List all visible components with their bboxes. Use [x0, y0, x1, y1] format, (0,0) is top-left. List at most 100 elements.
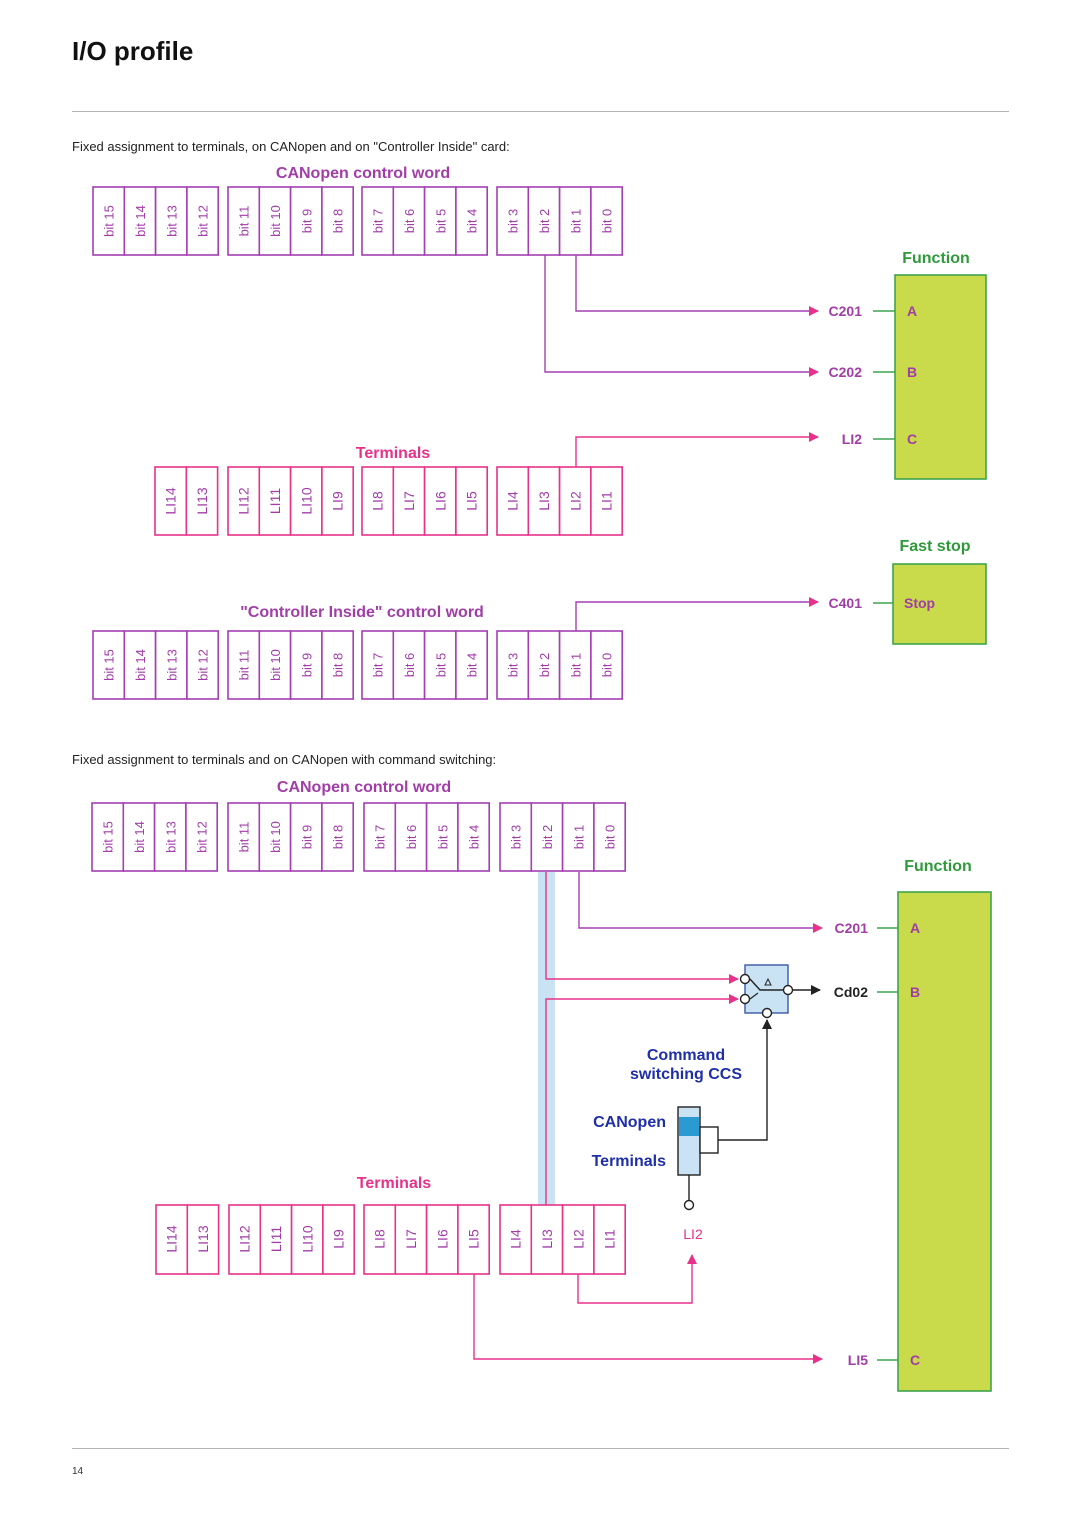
section1-intro: Fixed assignment to terminals, on CANope… [72, 139, 510, 154]
controller-inside-title: "Controller Inside" control word [240, 604, 484, 621]
canopen-bit-2-cell [499, 802, 533, 872]
canopen-bit-cell [558, 186, 592, 256]
controller-bit-label: bit 0 [600, 653, 615, 678]
terminals-title-2: Terminals [357, 1175, 432, 1192]
ccs-input-label: LI2 [683, 1226, 703, 1242]
terminal-label: LI9 [330, 491, 346, 511]
canopen-bit-2-cell [593, 802, 627, 872]
li2-to-ccs-wire [577, 1254, 697, 1304]
canopen-bit-label: bit 7 [371, 209, 386, 234]
terminal-cell [423, 466, 457, 536]
terminal-cell-2 [457, 1204, 490, 1275]
function-input-code-2: Cd02 [834, 984, 868, 1000]
function-input-code: C202 [829, 364, 863, 380]
canopen-bit-2-cell [122, 802, 156, 872]
li3-to-switch-wire [545, 994, 739, 1205]
terminal-cell [361, 466, 395, 536]
canopen-bit-2-label: bit 5 [435, 825, 450, 850]
function-port-label: C [907, 431, 917, 447]
controller-bit-cell [590, 630, 624, 700]
canopen-bit-cell [154, 186, 188, 256]
fast-stop-port-label: Stop [904, 595, 935, 611]
canopen-control-word-title-2: CANopen control word [277, 779, 451, 796]
terminal-label-2: LI11 [268, 1226, 284, 1252]
controller-bit-label: bit 13 [164, 649, 179, 681]
terminal-label: LI12 [236, 487, 252, 514]
bit1-to-c201-wire-2 [578, 872, 823, 933]
canopen-bit-cell [227, 186, 261, 256]
canopen-bit-2-cell [425, 802, 459, 872]
terminal-label: LI13 [194, 487, 210, 514]
ccs-terminals-label: Terminals [592, 1153, 667, 1170]
function-port-label: B [907, 364, 917, 380]
terminal-cell [289, 466, 323, 536]
canopen-bit-cell [455, 186, 488, 256]
canopen-bit-cell [321, 186, 354, 256]
controller-bit-label: bit 3 [506, 653, 521, 678]
function-title-2: Function [904, 858, 972, 875]
terminal-cell [258, 466, 292, 536]
controller-bit-label: bit 10 [268, 649, 283, 681]
terminal-label: LI14 [163, 487, 179, 514]
terminal-label: LI8 [370, 491, 386, 511]
terminal-cell [527, 466, 561, 536]
ccs-title-line2: switching CCS [630, 1066, 742, 1083]
ccs-selector-terminal [683, 1199, 695, 1211]
controller-bit-label: bit 12 [196, 649, 211, 681]
terminal-cell [154, 466, 188, 536]
canopen-control-word-title: CANopen control word [276, 165, 450, 182]
function-input-code: C201 [829, 303, 863, 319]
canopen-bit-label: bit 3 [506, 209, 521, 234]
canopen-bit-2-label: bit 1 [571, 825, 586, 850]
terminal-label-2: LI2 [570, 1229, 586, 1249]
function-port-label: A [907, 303, 917, 319]
canopen-bit-2-label: bit 0 [603, 825, 618, 850]
terminal-label-2: LI14 [164, 1225, 180, 1252]
terminal-label-2: LI3 [539, 1229, 555, 1249]
canopen-bit-2-cell [185, 802, 218, 872]
li2-to-function-wire [575, 432, 819, 467]
fast-stop-block [892, 563, 987, 645]
canopen-bit-2-label: bit 10 [268, 821, 283, 853]
fast-stop-input-code: C401 [829, 595, 863, 611]
terminal-label-2: LI9 [331, 1229, 347, 1249]
canopen-bit-2-cell [363, 802, 397, 872]
canopen-bit-2-label: bit 2 [540, 825, 555, 850]
terminal-label-2: LI7 [403, 1229, 419, 1249]
canopen-bit-2-label: bit 8 [331, 825, 346, 850]
canopen-bit-2-cell [561, 802, 595, 872]
controller-bit-label: bit 14 [133, 649, 148, 681]
terminal-label-2: LI12 [237, 1225, 253, 1252]
ccs-to-switch-wire [700, 1019, 772, 1141]
controller-bit-cell [258, 630, 292, 700]
canopen-bit-label: bit 1 [568, 209, 583, 234]
canopen-bit-2-label: bit 9 [299, 825, 314, 850]
canopen-bit-2-cell [457, 802, 490, 872]
controller-bit-label: bit 7 [371, 653, 386, 678]
function-port-label-2: C [910, 1352, 920, 1368]
controller-bit-cell [392, 630, 426, 700]
canopen-bit-label: bit 5 [433, 209, 448, 234]
canopen-bit-cell [527, 186, 561, 256]
canopen-bit-label: bit 12 [196, 205, 211, 237]
terminal-cell-2 [322, 1204, 355, 1275]
canopen-bit-cell [392, 186, 426, 256]
switch-output [782, 984, 794, 996]
terminal-label-2: LI4 [508, 1229, 524, 1249]
terminal-label-2: LI13 [195, 1225, 211, 1252]
switch-contact [749, 978, 783, 991]
terminal-cell [185, 466, 219, 536]
controller-bit-cell [527, 630, 561, 700]
ccs-canopen-label: CANopen [593, 1114, 666, 1131]
canopen-bit-label: bit 6 [402, 209, 417, 234]
bottom-divider [72, 1448, 1009, 1449]
terminal-cell-2 [530, 1204, 564, 1275]
terminal-cell [392, 466, 426, 536]
function-title: Function [902, 250, 970, 267]
canopen-bit-2-label: bit 6 [404, 825, 419, 850]
controller-bit-label: bit 5 [433, 653, 448, 678]
canopen-bit-cell [289, 186, 323, 256]
controller-bit-cell [186, 630, 219, 700]
canopen-bit-2-label: bit 11 [237, 822, 252, 853]
terminal-cell-2 [394, 1204, 428, 1275]
